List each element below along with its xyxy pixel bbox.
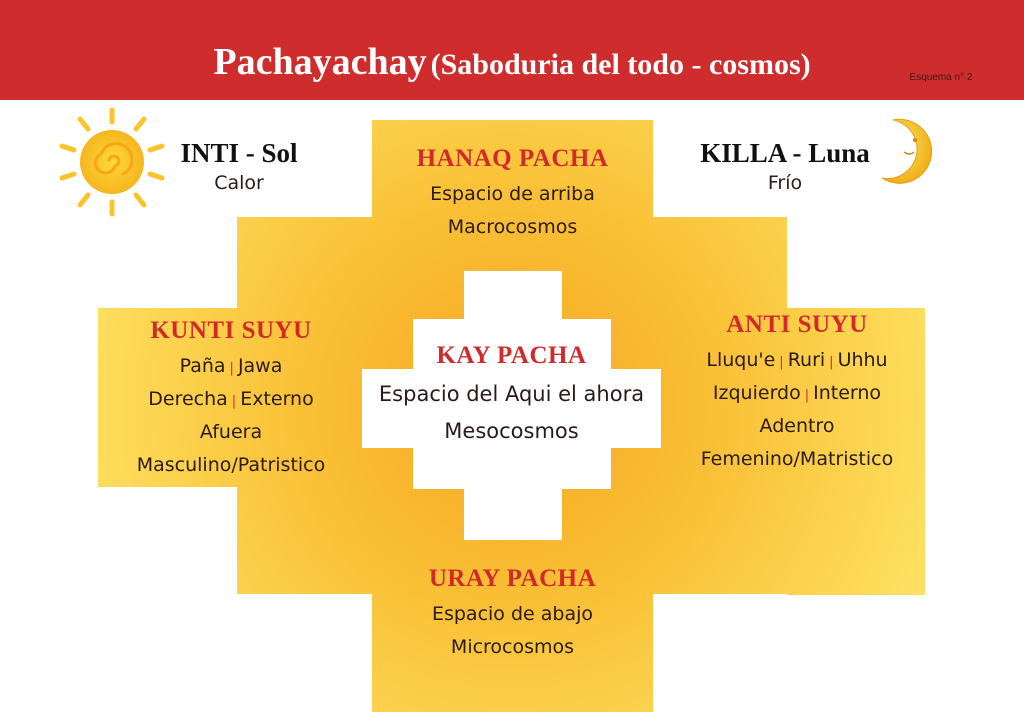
separator-bar: |: [229, 361, 234, 376]
separator-bar: |: [829, 355, 834, 370]
kunti-suyu-term: Externo: [240, 388, 314, 410]
uray-pacha-line: Espacio de abajo: [431, 603, 594, 625]
uray-pacha-block: URAY PACHA Espacio de abajo Microcosmos: [372, 560, 653, 664]
sun-block: INTI - Sol Calor: [156, 134, 322, 194]
sun-title: INTI - Sol: [180, 138, 298, 168]
separator-bar: |: [804, 388, 810, 403]
anti-suyu-term: Interno: [813, 382, 882, 404]
separator-bar: |: [231, 394, 237, 409]
anti-suyu-term: Uhhu: [837, 349, 888, 371]
header-bar: [0, 0, 1024, 100]
kay-pacha-line: Mesocosmos: [444, 419, 579, 443]
hanaq-pacha-line: Macrocosmos: [447, 216, 578, 238]
center-cross-shape: [362, 271, 661, 540]
separator-bar: |: [779, 355, 784, 370]
kay-pacha-title: KAY PACHA: [436, 342, 587, 369]
hanaq-pacha-title: HANAQ PACHA: [416, 145, 609, 172]
anti-suyu-row: Adentro: [759, 415, 835, 437]
kunti-suyu-row: Paña|Jawa: [100, 350, 362, 383]
anti-suyu-term: Ruri: [787, 349, 826, 371]
uray-pacha-title: URAY PACHA: [428, 565, 597, 592]
kunti-suyu-block: KUNTI SUYU Paña|Jawa Derecha|Externo Afu…: [100, 312, 362, 482]
moon-title: KILLA - Luna: [700, 138, 870, 168]
moon-block: KILLA - Luna Frío: [690, 134, 880, 194]
anti-suyu-term: Izquierdo: [712, 382, 801, 404]
hanaq-pacha-line: Espacio de arriba: [430, 183, 595, 205]
anti-suyu-row: Femenino/Matristico: [700, 448, 894, 470]
moon-subtitle: Frío: [767, 172, 803, 194]
kunti-suyu-term: Jawa: [237, 355, 283, 377]
anti-suyu-term: Lluqu'e: [706, 349, 776, 371]
kunti-suyu-row: Masculino/Patristico: [136, 454, 326, 476]
title-main: Pachayachay: [213, 41, 427, 83]
kunti-suyu-row: Afuera: [199, 421, 263, 443]
anti-suyu-row: Izquierdo|Interno: [672, 377, 922, 410]
kunti-suyu-term: Paña: [179, 355, 226, 377]
anti-suyu-block: ANTI SUYU Lluqu'e|Ruri|Uhhu Izquierdo|In…: [672, 306, 922, 476]
scheme-label: Esquema n° 2: [909, 72, 973, 83]
kunti-suyu-title: KUNTI SUYU: [150, 317, 312, 344]
page-title: Pachayachay (Saboduria del todo - cosmos…: [0, 40, 1024, 84]
title-subtitle: (Saboduria del todo - cosmos): [430, 48, 811, 81]
kay-pacha-line: Espacio del Aqui el ahora: [378, 382, 645, 406]
anti-suyu-title: ANTI SUYU: [726, 311, 868, 338]
uray-pacha-line: Microcosmos: [450, 636, 575, 658]
kunti-suyu-term: Derecha: [148, 388, 228, 410]
moon-icon: [881, 118, 933, 184]
kay-pacha-block: KAY PACHA Espacio del Aqui el ahora Meso…: [362, 336, 661, 450]
anti-suyu-row: Lluqu'e|Ruri|Uhhu: [672, 344, 922, 377]
sun-icon: [59, 107, 165, 217]
hanaq-pacha-block: HANAQ PACHA Espacio de arriba Macrocosmo…: [372, 140, 653, 244]
sun-subtitle: Calor: [214, 172, 264, 194]
kunti-suyu-row: Derecha|Externo: [100, 383, 362, 416]
